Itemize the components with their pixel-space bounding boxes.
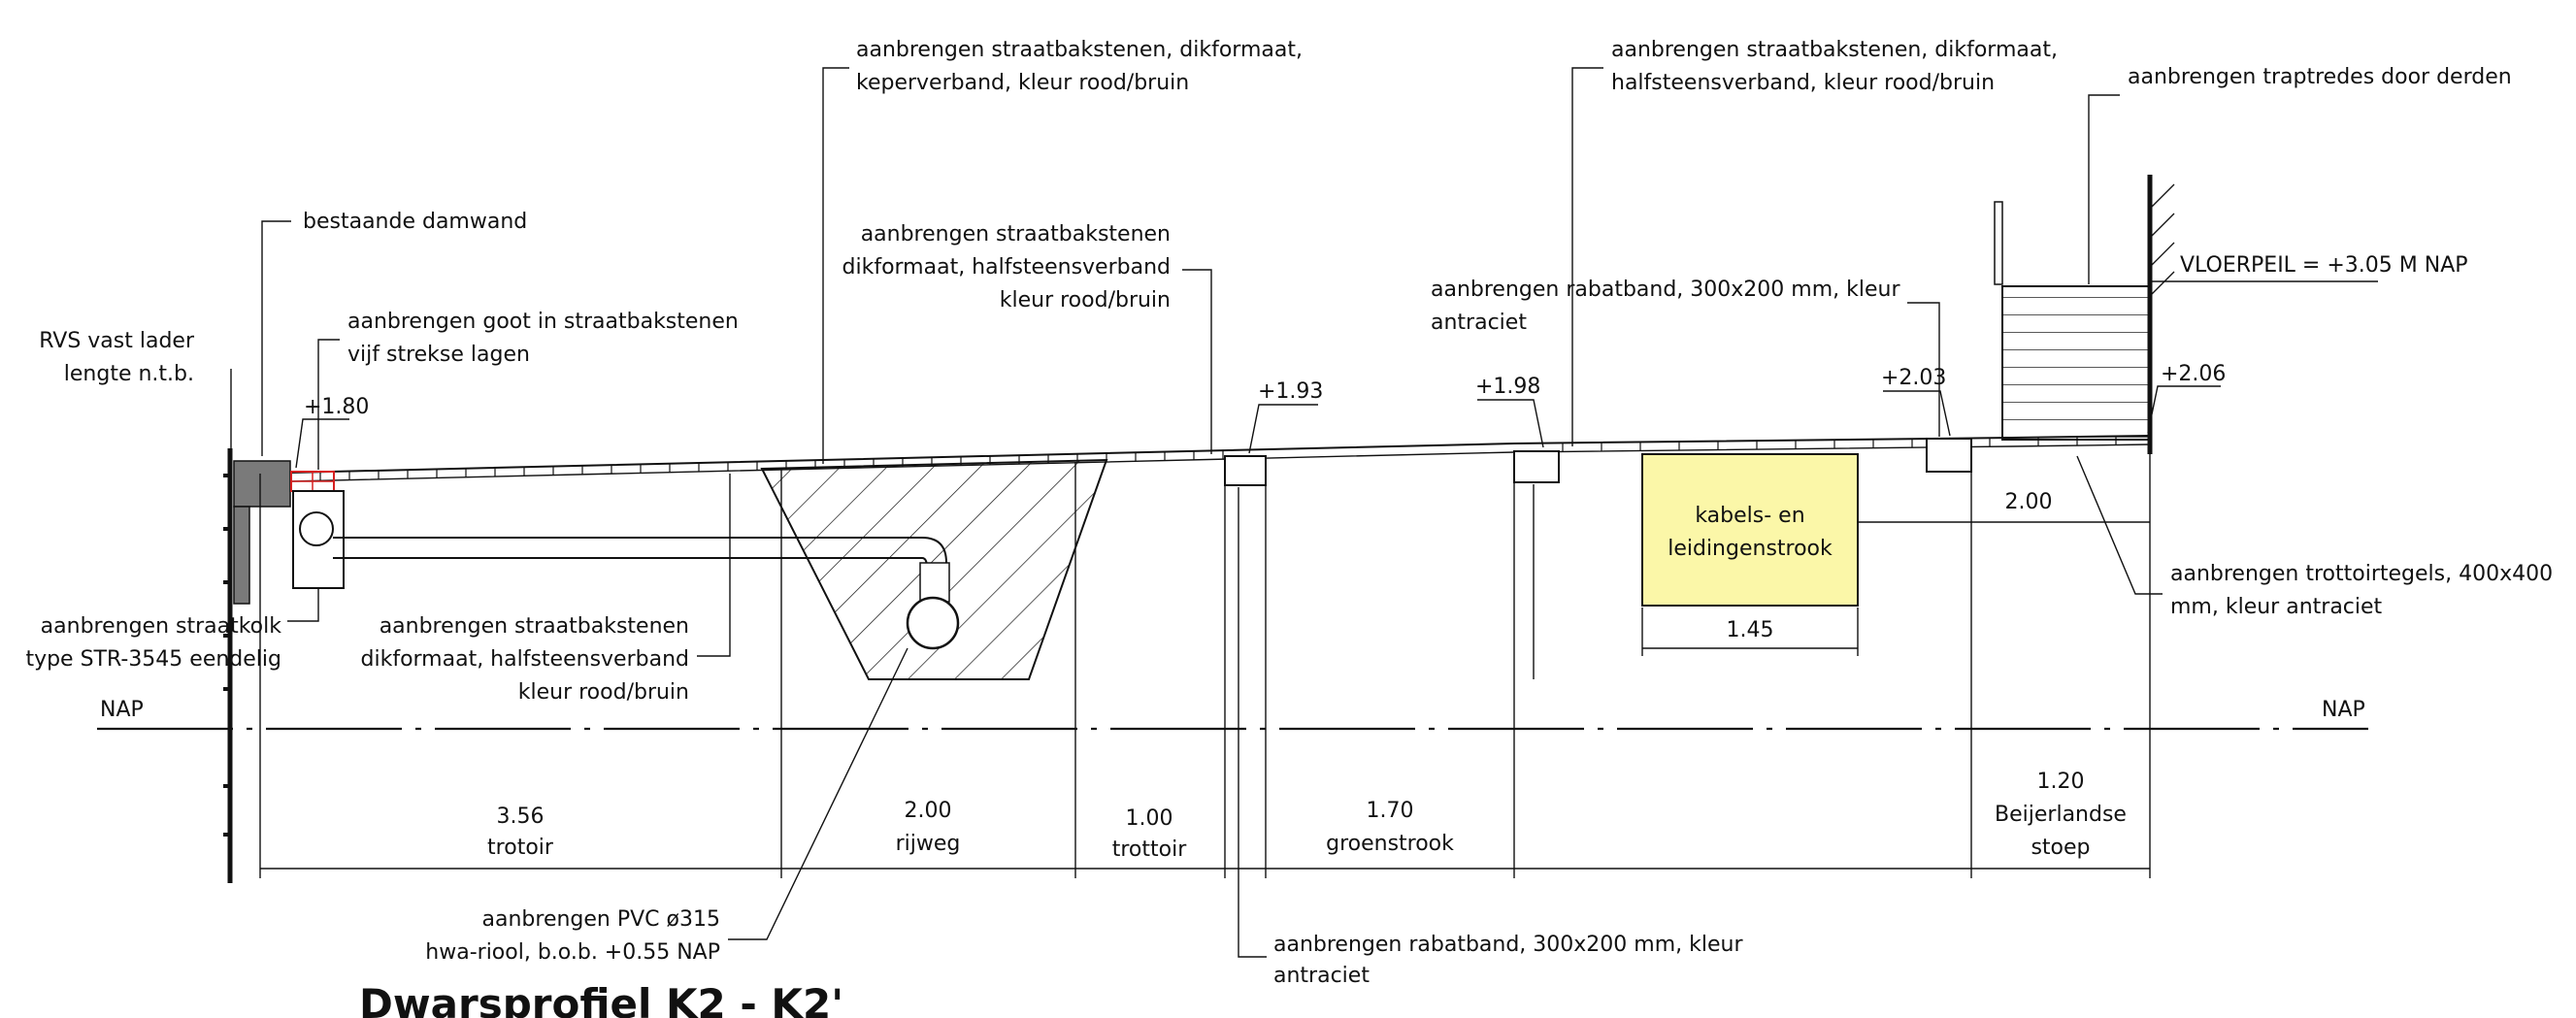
ann-goot-1: aanbrengen goot in straatbakstenen: [347, 310, 739, 334]
ann-rabat-top-1: aanbrengen rabatband, 300x200 mm, kleur: [1431, 278, 1900, 302]
dim-stoep-value: 1.20: [2037, 770, 2085, 794]
nap-label-left: NAP: [100, 698, 144, 722]
vloerpeil-label: VLOERPEIL = +3.05 M NAP: [2180, 253, 2468, 278]
ann-halfsteen-low-1: aanbrengen straatbakstenen: [380, 614, 689, 639]
kerb-1: [1224, 455, 1267, 486]
dim-groenstrook-label: groenstrook: [1326, 832, 1454, 856]
level-206: +2.06: [2161, 362, 2226, 386]
ann-trottoirtegels-2: mm, kleur antraciet: [2170, 595, 2383, 619]
pvc-main-pipe: [906, 596, 960, 650]
railing: [1994, 201, 2003, 285]
ann-pvc-2: hwa-riool, b.o.b. +0.55 NAP: [425, 940, 720, 965]
sheet-pile-cap: [233, 460, 291, 508]
drawing-title: Dwarsprofiel K2 - K2': [359, 980, 843, 1018]
sheet-pile-wall: [233, 506, 250, 605]
annotations: RVS vast lader lengte n.t.b. bestaande d…: [25, 38, 2553, 988]
steps: [2001, 285, 2151, 441]
dim-trottoir-value: 1.00: [1126, 806, 1173, 831]
dim-trotoir-label: trotoir: [487, 836, 554, 860]
ann-goot-2: vijf strekse lagen: [347, 343, 530, 367]
nap-label-right: NAP: [2322, 698, 2365, 722]
ann-halfsteen-top-2: dikformaat, halfsteensverband: [842, 255, 1172, 279]
ann-straatkolk-2: type STR-3545 eendelig: [25, 647, 281, 672]
ann-trottoirtegels-1: aanbrengen trottoirtegels, 400x400: [2170, 562, 2553, 586]
level-markers: +1.80 +1.93 +1.98 +2.03 +2.06: [295, 362, 2226, 469]
level-203: +2.03: [1881, 366, 1946, 390]
ann-halfsteen-top-3: kleur rood/bruin: [1000, 288, 1171, 312]
kerb-2: [1513, 450, 1560, 483]
ann-straatkolk-1: aanbrengen straatkolk: [41, 614, 282, 639]
level-180: +1.80: [304, 395, 369, 419]
dim-trottoir-label: trottoir: [1112, 837, 1187, 862]
cable-strip-box: [1641, 453, 1859, 607]
surface-line-top: [290, 435, 2151, 474]
ann-halfsteen-right-2: halfsteensverband, kleur rood/bruin: [1611, 71, 1995, 95]
building-hatch: [2149, 183, 2175, 297]
ann-halfsteen-top-1: aanbrengen straatbakstenen: [861, 222, 1171, 246]
street-gully: [292, 490, 345, 589]
dim-stoep-label-1: Beijerlandse: [1995, 803, 2127, 827]
dim-groenstrook-value: 1.70: [1367, 799, 1414, 823]
ann-rabat-bottom-1: aanbrengen rabatband, 300x200 mm, kleur: [1273, 933, 1743, 957]
ann-rabat-bottom-2: antraciet: [1273, 964, 1370, 988]
gully-outlet: [299, 511, 334, 546]
ann-keper-1: aanbrengen straatbakstenen, dikformaat,: [856, 38, 1303, 62]
level-198: +1.98: [1475, 375, 1540, 399]
kerb-3: [1926, 438, 1972, 473]
level-193: +1.93: [1258, 379, 1323, 404]
dim-rijweg-value: 2.00: [905, 799, 952, 823]
ann-pvc-1: aanbrengen PVC ø315: [482, 907, 720, 932]
dim-kabels-width: 1.45: [1727, 618, 1774, 642]
ann-keper-2: keperverband, kleur rood/bruin: [856, 71, 1189, 95]
cable-strip-text-1: kabels- en: [1695, 504, 1804, 528]
dim-rijweg-label: rijweg: [896, 832, 961, 856]
ann-halfsteen-right-1: aanbrengen straatbakstenen, dikformaat,: [1611, 38, 2058, 62]
pipe-riser: [919, 562, 950, 603]
dim-stoep-label-2: stoep: [2031, 836, 2090, 860]
dim-trotoir-value: 3.56: [497, 805, 545, 829]
ann-ladder-1: RVS vast lader: [39, 329, 195, 353]
dimension-chain: [259, 454, 2151, 878]
ann-ladder-2: lengte n.t.b.: [64, 362, 194, 386]
ann-halfsteen-low-2: dikformaat, halfsteensverband: [361, 647, 690, 672]
cable-strip-text-2: leidingenstrook: [1668, 537, 1833, 561]
dim-right-offset: 2.00: [2005, 490, 2053, 514]
ann-traptredes: aanbrengen traptredes door derden: [2128, 65, 2512, 89]
ann-halfsteen-low-3: kleur rood/bruin: [518, 680, 689, 705]
dimension-cable-strip: [1641, 521, 2150, 656]
ann-rabat-top-2: antraciet: [1431, 311, 1527, 335]
ladder-rungs: [223, 474, 230, 837]
ann-damwand: bestaande damwand: [303, 210, 527, 234]
